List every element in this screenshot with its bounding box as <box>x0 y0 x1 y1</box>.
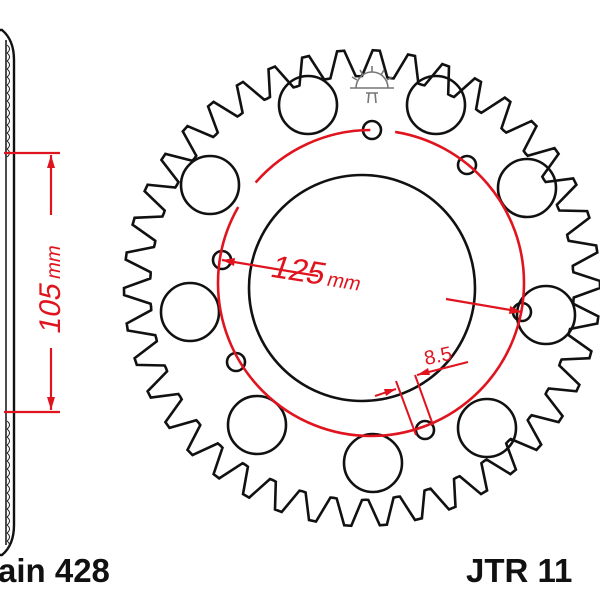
side-tooth-mark <box>6 436 10 446</box>
chain-label: ain 428 <box>0 552 110 589</box>
side-tooth-mark <box>6 492 10 502</box>
sun-logo-icon <box>350 66 394 104</box>
lightening-hole <box>456 397 518 459</box>
lightening-hole <box>405 74 467 136</box>
side-tooth-mark <box>6 540 10 550</box>
lightening-hole <box>226 394 288 456</box>
lightening-hole <box>179 154 241 216</box>
bolt-circle-dimension <box>221 258 523 314</box>
bolt-circle-label: 125mm <box>267 249 368 297</box>
side-tooth-mark <box>6 92 10 102</box>
bolt-hole-dimension <box>374 361 469 436</box>
side-tooth-mark <box>6 108 10 118</box>
bolt-holes <box>211 119 533 441</box>
hub-height-label: 105mm <box>34 241 67 336</box>
side-tooth-mark <box>6 476 10 486</box>
lightening-hole <box>515 284 577 346</box>
bolt-circle <box>216 128 526 438</box>
sprocket-outline <box>122 48 600 528</box>
side-tooth-mark <box>6 124 10 134</box>
bolt-hole <box>456 154 478 176</box>
side-tooth-mark <box>6 500 10 510</box>
side-tooth-mark <box>6 420 10 430</box>
side-tooth-mark <box>6 532 10 542</box>
lightening-hole <box>159 281 221 343</box>
side-tooth-mark <box>6 100 10 110</box>
side-tooth-mark <box>6 460 10 470</box>
part-number: JTR 11 <box>466 552 573 589</box>
lightening-holes <box>159 74 577 494</box>
side-tooth-mark <box>6 52 10 62</box>
side-profile <box>0 28 16 557</box>
side-tooth-mark <box>6 484 10 494</box>
side-tooth-mark <box>6 428 10 438</box>
side-tooth-mark <box>6 140 10 150</box>
side-tooth-mark <box>6 44 10 54</box>
side-profile-outline <box>0 28 16 557</box>
side-tooth-mark <box>6 60 10 70</box>
side-tooth-mark <box>6 516 10 526</box>
side-tooth-mark <box>6 444 10 454</box>
side-tooth-mark <box>6 84 10 94</box>
side-tooth-mark <box>6 76 10 86</box>
side-tooth-mark <box>6 116 10 126</box>
side-tooth-mark <box>6 132 10 142</box>
hub-height-dimension <box>4 151 60 414</box>
lightening-hole <box>277 74 339 136</box>
side-tooth-mark <box>6 508 10 518</box>
center-bore <box>247 173 477 403</box>
lightening-hole <box>496 157 558 219</box>
side-tooth-mark <box>6 452 10 462</box>
side-tooth-mark <box>6 468 10 478</box>
lightening-hole <box>342 432 404 494</box>
side-tooth-mark <box>6 68 10 78</box>
side-tooth-mark <box>6 524 10 534</box>
